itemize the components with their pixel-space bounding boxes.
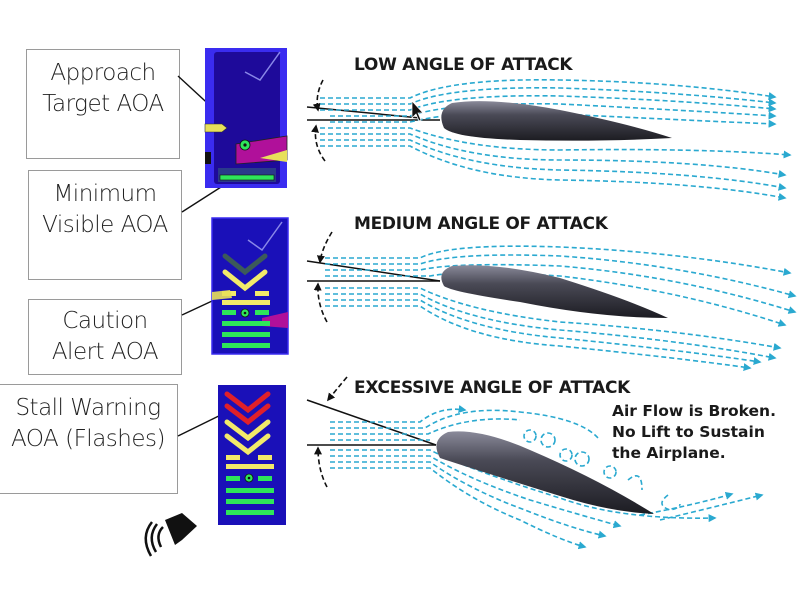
airfoil-low: [441, 101, 672, 141]
airflow-note-line3: the Airplane.: [612, 444, 726, 462]
cursor-icon: [411, 100, 424, 122]
speaker-sound-icon: [144, 513, 197, 557]
minimum-label-line1: Minimum: [53, 181, 157, 207]
approach-target-label: Approach Target AOA: [26, 49, 180, 159]
airfoil-medium: [441, 265, 668, 318]
aoa-indicator-approach: [204, 48, 288, 188]
airflow-note-line1: Air Flow is Broken.: [612, 402, 776, 420]
aoa-indicator-caution: [211, 217, 289, 355]
stall-warning-label: Stall Warning AOA (Flashes): [0, 384, 178, 494]
airfoil-excessive: [436, 431, 654, 514]
minimum-visible-label: Minimum Visible AOA: [28, 170, 182, 280]
low-aoa-title: LOW ANGLE OF ATTACK: [354, 55, 573, 75]
caution-label-line2: Alert AOA: [51, 339, 159, 365]
caution-label-line1: Caution: [62, 308, 148, 334]
aoa-indicator-stall: [218, 385, 286, 525]
approach-label-line2: Target AOA: [42, 91, 164, 117]
excessive-aoa-diagram: EXCESSIVE ANGLE OF ATTACK Air Flow is Br…: [306, 376, 776, 550]
stall-label-line1: Stall Warning: [15, 395, 161, 421]
caution-alert-label: Caution Alert AOA: [28, 299, 182, 375]
low-aoa-diagram: LOW ANGLE OF ATTACK: [306, 55, 792, 201]
airflow-note-line2: No Lift to Sustain: [612, 423, 765, 441]
stall-label-line2: AOA (Flashes): [11, 426, 165, 452]
excessive-aoa-title: EXCESSIVE ANGLE OF ATTACK: [354, 378, 631, 398]
medium-aoa-title: MEDIUM ANGLE OF ATTACK: [354, 214, 609, 234]
approach-label-line1: Approach: [50, 60, 156, 86]
medium-aoa-diagram: MEDIUM ANGLE OF ATTACK: [306, 214, 797, 372]
minimum-label-line2: Visible AOA: [42, 212, 168, 238]
